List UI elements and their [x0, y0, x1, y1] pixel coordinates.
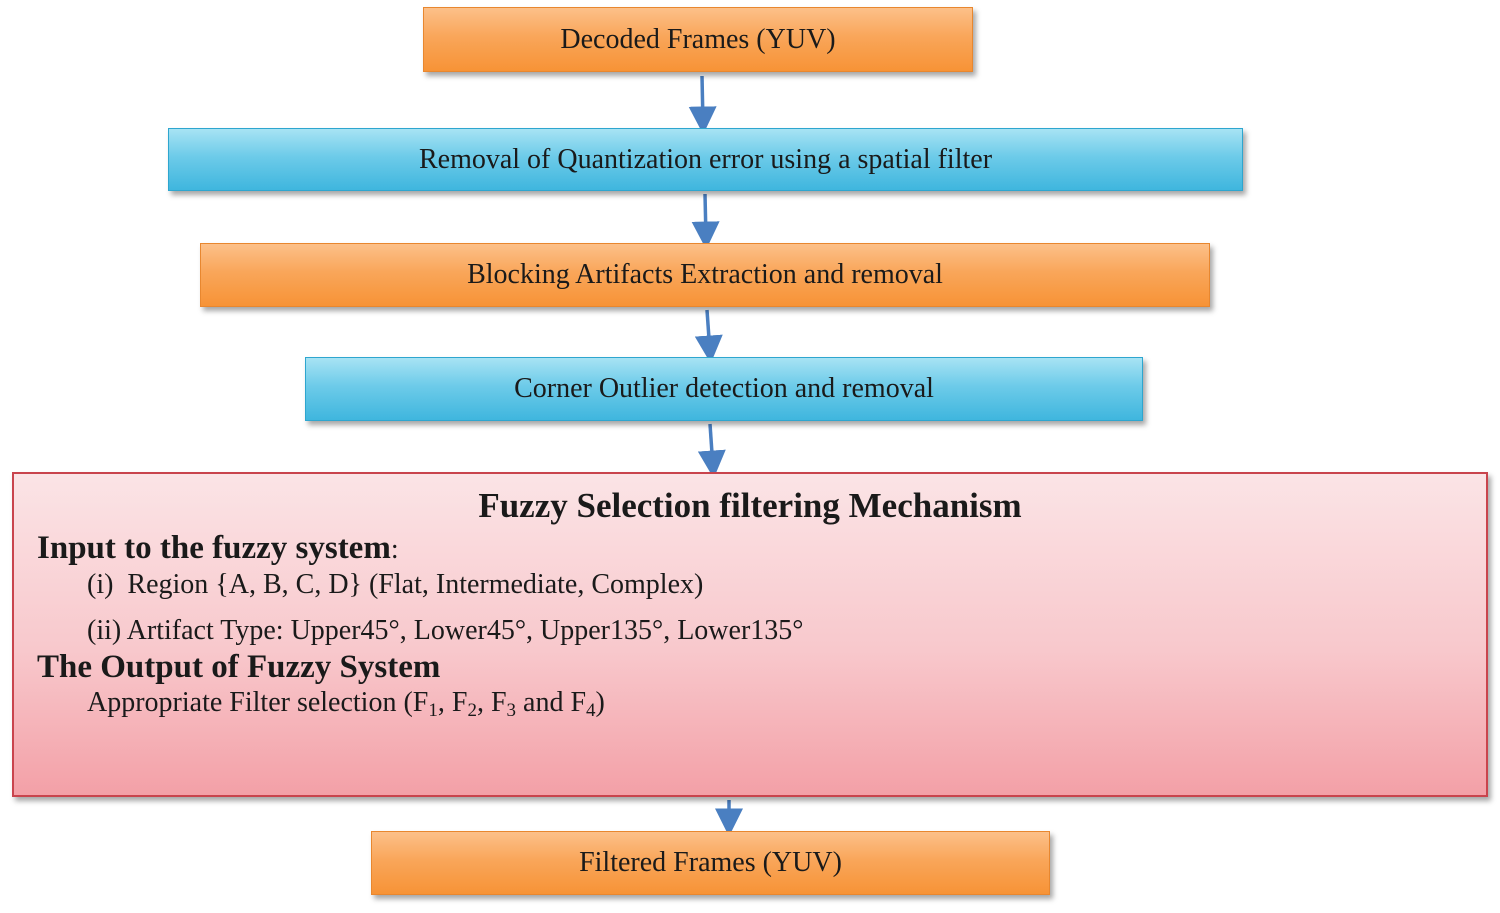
fuzzy-output-text: Appropriate Filter selection (F1, F2, F3… [87, 687, 605, 721]
subscript-3: 3 [506, 700, 517, 721]
fuzzy-input-heading-line: Input to the fuzzy system: [37, 530, 399, 567]
fuzzy-output-sep-2: , F [476, 687, 507, 718]
fuzzy-input-item-2: (ii) Artifact Type: Upper45°, Lower45°, … [87, 615, 804, 646]
fuzzy-output-suffix: ) [595, 687, 605, 718]
node-label: Corner Outlier detection and removal [514, 373, 934, 404]
arrow-corner-to-fuzzy [697, 423, 726, 479]
fuzzy-output-prefix: Appropriate Filter selection (F [87, 687, 429, 718]
node-fuzzy-mechanism: Fuzzy Selection filtering Mechanism Inpu… [12, 472, 1488, 797]
subscript-2: 2 [467, 700, 477, 721]
node-blocking-artifacts: Blocking Artifacts Extraction and remova… [200, 243, 1210, 307]
node-label: Filtered Frames (YUV) [579, 847, 842, 878]
node-corner-outlier: Corner Outlier detection and removal [305, 357, 1143, 421]
fuzzy-input-colon: : [390, 534, 399, 565]
node-label: Removal of Quantization error using a sp… [418, 143, 993, 175]
arrow-quant-to-blocking [691, 193, 720, 250]
arrow-blocking-to-corner [694, 309, 723, 364]
fuzzy-output-heading: The Output of Fuzzy System [37, 649, 441, 685]
fuzzy-title: Fuzzy Selection filtering Mechanism [478, 486, 1022, 525]
subscript-1: 1 [428, 700, 438, 721]
node-label: Blocking Artifacts Extraction and remova… [467, 259, 943, 290]
arrow-decoded-to-quant [688, 75, 717, 135]
fuzzy-output-sep-3: and F [516, 687, 587, 718]
node-quantization-removal: Removal of Quantization error using a sp… [168, 128, 1243, 191]
fuzzy-input-item-1: (i) Region {A, B, C, D} (Flat, Intermedi… [87, 569, 704, 600]
node-filtered-frames: Filtered Frames (YUV) [371, 831, 1050, 895]
fuzzy-input-heading: Input to the fuzzy system [37, 530, 391, 566]
node-label: Decoded Frames (YUV) [560, 23, 836, 55]
subscript-4: 4 [586, 700, 596, 721]
fuzzy-output-sep-1: , F [437, 687, 468, 718]
node-decoded-frames: Decoded Frames (YUV) [423, 7, 973, 72]
